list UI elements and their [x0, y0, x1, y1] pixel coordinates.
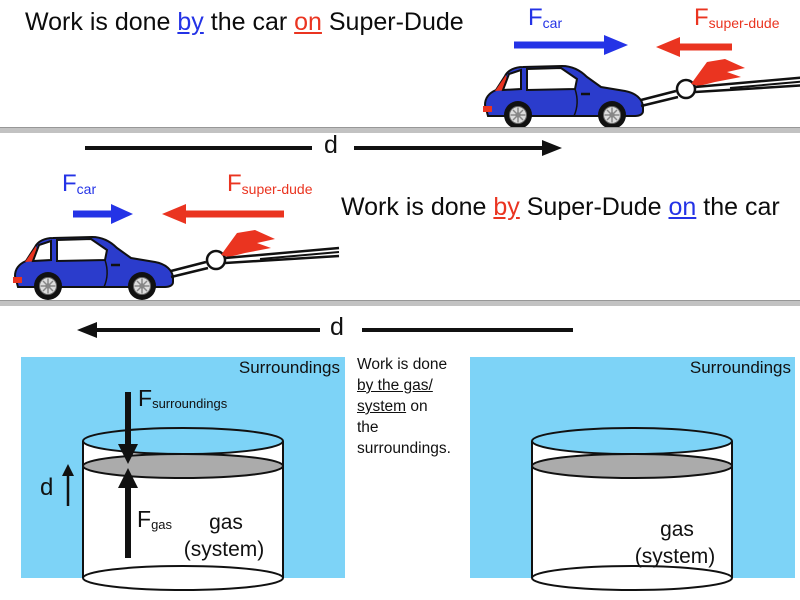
- force-gas-label: Fgas: [137, 506, 173, 532]
- force-subscript: surroundings: [152, 396, 228, 411]
- top-title-on: on: [294, 8, 322, 36]
- middle-title: Work is done by Super-Dude on the car: [341, 193, 780, 222]
- force-symbol: F: [528, 4, 543, 31]
- right-system-label: (system): [634, 545, 716, 568]
- middle-force-car-label: Fcar: [62, 170, 97, 197]
- bottom-caption: Work is done by the gas/ system on the s…: [357, 354, 467, 459]
- force-subscript: car: [542, 15, 563, 31]
- top-force-superdude-arrow-icon: [656, 37, 732, 57]
- middle-ground-line: [0, 300, 800, 306]
- top-title-prefix: Work is done: [25, 8, 178, 36]
- caption-line3-rest: on: [406, 398, 428, 415]
- caption-line4: the: [357, 419, 379, 436]
- caption-line2: by the gas/: [357, 377, 433, 394]
- left-piston-cylinder: [82, 427, 284, 591]
- force-subscript: car: [76, 181, 97, 197]
- middle-force-superdude-arrow-icon: [162, 204, 284, 224]
- force-subscript: gas: [151, 517, 173, 532]
- middle-displacement-label: d: [330, 313, 344, 341]
- middle-title-suffix: the car: [696, 193, 780, 221]
- top-force-superdude-label: Fsuper-dude: [694, 4, 780, 31]
- force-symbol: F: [62, 170, 77, 197]
- caption-line5: surroundings.: [357, 440, 451, 457]
- top-force-car-arrow-icon: [514, 35, 628, 55]
- right-piston-cylinder: [531, 427, 733, 591]
- caption-line3-underlined: system: [357, 398, 407, 415]
- force-subscript: super-dude: [708, 15, 780, 31]
- top-title-suffix: Super-Dude: [321, 8, 464, 36]
- force-subscript: super-dude: [241, 181, 313, 197]
- middle-displacement-arrow-icon: [77, 322, 573, 338]
- top-title-middle: the car: [203, 8, 295, 36]
- caption-line3: system on: [357, 396, 467, 417]
- force-surroundings-arrow-icon: [118, 392, 138, 464]
- force-symbol: F: [694, 4, 709, 31]
- middle-title-on: on: [668, 193, 697, 221]
- middle-title-prefix: Work is done: [341, 193, 494, 221]
- top-force-car-label: Fcar: [528, 4, 563, 31]
- caption-line1: Work is done: [357, 356, 448, 373]
- left-gas-label: gas: [209, 511, 243, 534]
- force-gas-arrow-icon: [118, 468, 138, 558]
- middle-force-superdude-label: Fsuper-dude: [227, 170, 313, 197]
- right-gas-label: gas: [660, 518, 694, 541]
- left-displacement-label: d: [40, 474, 54, 501]
- middle-car-superdude-illustration: [8, 226, 340, 304]
- middle-title-middle: Super-Dude: [519, 193, 669, 221]
- middle-title-by: by: [493, 193, 520, 221]
- left-system-label: (system): [183, 538, 265, 561]
- top-ground-line: [0, 127, 800, 133]
- left-surroundings-label: Surroundings: [238, 358, 340, 377]
- force-surroundings-label: Fsurroundings: [138, 385, 228, 411]
- force-symbol: F: [227, 170, 242, 197]
- top-displacement-label: d: [324, 131, 338, 159]
- top-title-by: by: [177, 8, 204, 36]
- force-symbol: F: [137, 506, 152, 532]
- force-symbol: F: [138, 385, 153, 411]
- left-displacement-up-arrow-icon: [62, 464, 74, 506]
- top-car-superdude-illustration: [478, 55, 800, 133]
- right-surroundings-label: Surroundings: [689, 358, 791, 377]
- top-displacement-arrow-icon: [85, 140, 562, 156]
- middle-force-car-arrow-icon: [73, 204, 133, 224]
- top-title: Work is done by the car on Super-Dude: [25, 8, 464, 37]
